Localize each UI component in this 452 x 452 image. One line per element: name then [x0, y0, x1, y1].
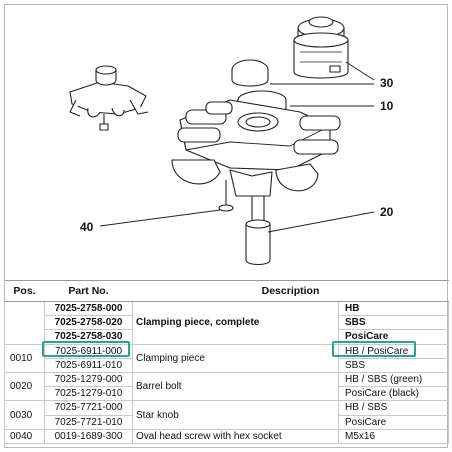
- highlight-variant: [332, 341, 416, 357]
- table-header-row: Pos. Part No. Description: [4, 280, 449, 302]
- part-number-cell: 7025-2758-020: [44, 315, 133, 331]
- part-number-cell: 7025-2758-000: [44, 300, 133, 317]
- parts-table: Pos. Part No. Description 7025-2758-000 …: [4, 280, 450, 444]
- pos-cell: 0030: [4, 400, 45, 430]
- callout-leaders: [99, 61, 375, 233]
- callout-20: 20: [380, 205, 394, 219]
- part-number-cell: 7025-1279-010: [44, 386, 133, 402]
- description-cell: Barrel bolt: [132, 371, 339, 402]
- part-number-cell: 7025-7721-000: [44, 400, 133, 416]
- clamping-piece-body: [171, 99, 341, 212]
- header-part-no: Part No.: [44, 280, 133, 302]
- table-row: 0010 7025-6911-000 Clamping piece HB / P…: [4, 343, 450, 373]
- document-frame: [4, 4, 448, 448]
- table-row: 0020 7025-1279-000 Barrel bolt HB / SBS …: [4, 371, 450, 402]
- variant-cell: HB / SBS (green): [337, 371, 450, 388]
- barrel-bolt-part-20: [245, 195, 271, 266]
- variant-cell: HB / SBS: [337, 400, 450, 416]
- variant-cell: SBS: [337, 315, 450, 331]
- description-cell: Clamping piece, complete: [132, 301, 339, 345]
- table-row: 0040 0019-1689-300 Oval head screw with …: [4, 428, 450, 444]
- description-cell: Oval head screw with hex socket: [132, 428, 339, 444]
- callout-40: 40: [80, 220, 94, 234]
- variant-cell: SBS: [337, 357, 450, 373]
- pos-cell: 0040: [4, 428, 45, 444]
- callout-30: 30: [380, 76, 394, 90]
- table-row: 7025-2758-030 PosiCare: [5, 329, 450, 345]
- table-row: 7025-2758-000 Clamping piece, complete H…: [4, 300, 450, 345]
- table-row: 7025-1279-010 PosiCare (black): [5, 386, 450, 402]
- variant-cell: HB: [337, 300, 450, 317]
- pos-cell: 0010: [4, 343, 45, 373]
- pos-cell: [4, 301, 45, 345]
- header-pos: Pos.: [4, 280, 45, 302]
- highlight-part-number: [42, 341, 130, 357]
- pos-cell: 0020: [4, 371, 45, 402]
- header-description: Description: [132, 280, 449, 302]
- star-knob-part-30: [293, 16, 349, 79]
- description-cell: Clamping piece: [132, 343, 339, 373]
- callout-10: 10: [380, 99, 394, 113]
- description-cell: Star knob: [132, 400, 339, 430]
- part-number-cell: 7025-7721-010: [44, 414, 133, 430]
- overview-thumbnail: [69, 65, 149, 131]
- variant-cell: PosiCare: [337, 414, 450, 430]
- part-number-cell: 7025-6911-010: [44, 357, 133, 373]
- part-number-cell: 0019-1689-300: [44, 428, 133, 444]
- table-row: 0030 7025-7721-000 Star knob HB / SBS: [4, 400, 450, 430]
- variant-cell: PosiCare (black): [337, 386, 450, 402]
- exploded-parts-drawing: [69, 16, 375, 266]
- part-number-cell: 7025-1279-000: [44, 371, 133, 388]
- variant-cell: M5x16: [337, 428, 450, 444]
- table-row: 7025-7721-010 PosiCare: [5, 414, 450, 430]
